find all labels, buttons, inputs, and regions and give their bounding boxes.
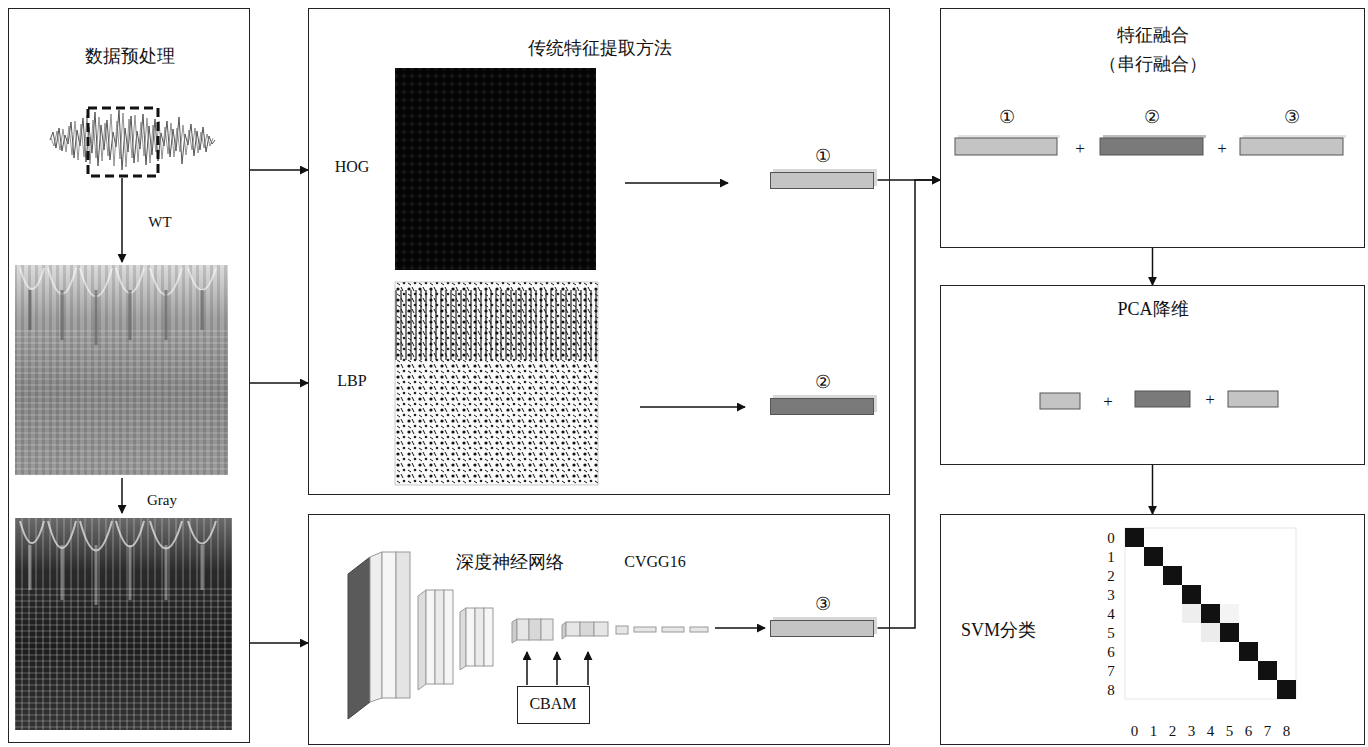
process-panel: 传统特征提取方法 ① ② [308, 8, 890, 495]
axis-tick: 6 [1107, 643, 1115, 661]
flow-arrow [250, 642, 308, 644]
process-panel: 特征融合 （串行融合） [940, 8, 1365, 248]
step-label: WT [148, 213, 171, 231]
axis-tick: 8 [1283, 722, 1291, 740]
flow-arrow [250, 169, 308, 171]
attention-arrow [587, 652, 589, 685]
callout-number: ② [1144, 107, 1160, 129]
process-panel: SVM分类 [940, 514, 1365, 745]
process-panel: 深度神经网络 CBAM ③ [308, 514, 890, 745]
node-title: SVM分类 [961, 619, 1036, 642]
callout-number: ③ [1284, 107, 1300, 129]
process-panel: PCA降维 [940, 285, 1365, 465]
axis-tick: 2 [1107, 567, 1115, 585]
axis-tick: 7 [1264, 722, 1272, 740]
axis-tick: 8 [1107, 681, 1115, 699]
axis-tick: 2 [1169, 722, 1177, 740]
axis-tick: 6 [1245, 722, 1253, 740]
node-title: 特征融合 （串行融合） [1088, 21, 1218, 79]
axis-tick: 0 [1107, 529, 1115, 547]
axis-tick: 1 [1150, 722, 1158, 740]
axis-tick: 3 [1188, 722, 1196, 740]
callout-number: ② [815, 371, 831, 394]
flow-arrow [640, 406, 745, 408]
attention-arrow [526, 652, 528, 685]
signal-waveform [50, 108, 215, 176]
flow-arrow [878, 180, 941, 628]
feature-vector: ① [770, 172, 874, 189]
plus-sign: + [1103, 392, 1113, 412]
model-label: CVGG16 [624, 552, 685, 571]
axis-tick: 1 [1107, 548, 1115, 566]
callout-number: ① [999, 107, 1015, 129]
node-title: 深度神经网络 [456, 551, 564, 574]
feature-vector: ③ [770, 620, 874, 637]
attention-arrow [556, 652, 558, 685]
plus-sign: + [1075, 139, 1085, 159]
callout-number: ③ [815, 593, 831, 616]
flow-arrow [250, 382, 308, 384]
callout-number: ① [815, 145, 831, 168]
axis-tick: 0 [1131, 722, 1139, 740]
flow-arrow [121, 178, 123, 262]
axis-tick: 5 [1226, 722, 1234, 740]
method-label: HOG [335, 157, 370, 176]
feature-vector: ② [770, 398, 874, 415]
grayscale-image [15, 518, 232, 730]
flow-arrow [625, 182, 728, 184]
axis-tick: 3 [1107, 586, 1115, 604]
axis-tick: 5 [1107, 624, 1115, 642]
reduced-vectors [1040, 391, 1278, 409]
axis-tick: 4 [1107, 605, 1115, 623]
flow-arrow [715, 627, 765, 629]
lbp-image [395, 282, 598, 485]
axis-tick: 7 [1107, 662, 1115, 680]
method-label: LBP [337, 371, 366, 390]
hog-image [395, 68, 596, 270]
node-title: 传统特征提取方法 [528, 37, 672, 60]
feature-vectors [955, 135, 1346, 155]
flow-arrow [121, 478, 123, 513]
plus-sign: + [1217, 139, 1227, 159]
module-box: CBAM [517, 686, 590, 724]
node-title: CBAM [529, 694, 576, 715]
plus-sign: + [1205, 390, 1215, 410]
wavelet-image [15, 265, 228, 475]
flow-arrow [1152, 465, 1154, 514]
axis-tick: 4 [1207, 722, 1215, 740]
flow-arrow [1152, 248, 1154, 285]
process-panel: 数据预处理 [8, 8, 250, 743]
node-title: 数据预处理 [85, 45, 175, 68]
node-title: PCA降维 [1117, 298, 1188, 321]
step-label: Gray [147, 491, 177, 509]
confusion-matrix [1125, 528, 1296, 699]
